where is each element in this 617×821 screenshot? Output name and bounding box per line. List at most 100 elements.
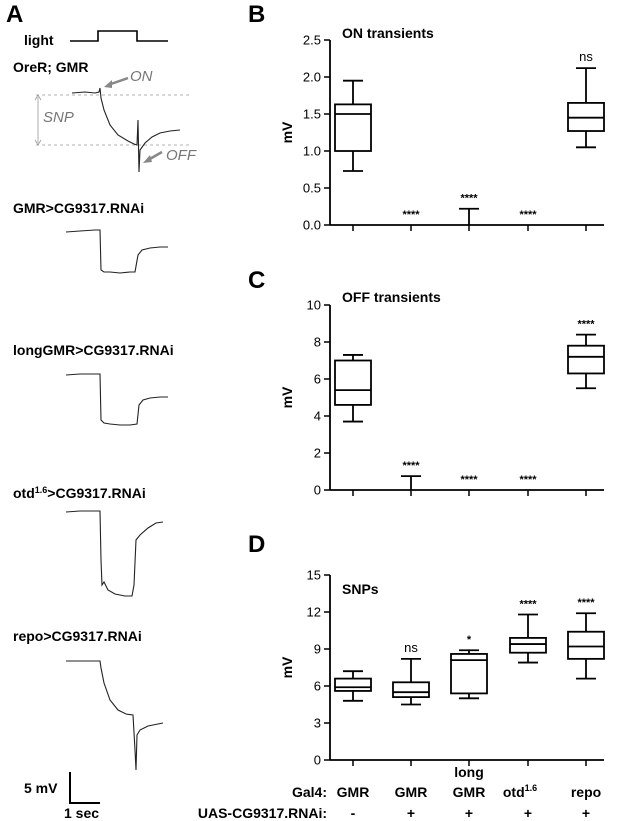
- chart-title: SNPs: [342, 581, 379, 597]
- trace-label-otd-rest: >CG9317.RNAi: [47, 485, 145, 501]
- panel-letter-a: A: [6, 1, 23, 28]
- y-tick-label: 2: [314, 446, 321, 461]
- box-group: ns: [392, 640, 430, 706]
- gal4-label: GMR: [395, 784, 428, 800]
- uas-label: +: [407, 805, 415, 821]
- y-tick-label: 8: [314, 335, 321, 350]
- y-tick-label: 12: [307, 605, 321, 620]
- trace-repo: [66, 660, 164, 771]
- on-label: ON: [130, 68, 153, 85]
- y-tick-label: 1.5: [303, 107, 321, 122]
- uas-label: +: [524, 805, 532, 821]
- chart-b: BON transients0.00.51.01.52.02.5mV******…: [248, 1, 605, 233]
- snp-label: SNP: [43, 109, 74, 126]
- significance-label: ****: [519, 474, 537, 486]
- trace-gmr: [65, 229, 168, 274]
- significance-label: ns: [404, 640, 418, 655]
- gal4-label-main: GMR: [453, 784, 486, 800]
- uas-label: -: [351, 805, 356, 821]
- box-iqr: [334, 103, 372, 152]
- gal4-row-label: Gal4:: [292, 784, 327, 800]
- y-tick-label: 3: [314, 716, 321, 731]
- gal4-label-sup: 1.6: [525, 783, 538, 793]
- gal4-label-main: GMR: [395, 784, 428, 800]
- gal4-label: GMR: [337, 784, 370, 800]
- scale-bar: [69, 772, 100, 804]
- box-group: ****: [401, 460, 421, 490]
- trace-label-gmr: GMR>CG9317.RNAi: [13, 200, 144, 216]
- snp-bracket-arrows: [34, 94, 42, 146]
- light-stimulus-line: [70, 30, 168, 42]
- box-group: [334, 670, 372, 702]
- on-arrow-head: [104, 80, 112, 88]
- y-tick-label: 0.0: [303, 218, 321, 233]
- trace-label-otd: otd1.6>CG9317.RNAi: [13, 485, 146, 501]
- box-group: ****: [460, 474, 478, 486]
- box-group: [334, 354, 372, 423]
- gal4-label: GMR: [453, 784, 486, 800]
- gal4-label-main: repo: [571, 784, 601, 800]
- panel-letter-d: D: [248, 531, 265, 558]
- significance-label: ****: [577, 597, 595, 609]
- trace-label-repo: repo>CG9317.RNAi: [13, 628, 142, 644]
- significance-label: ****: [402, 209, 420, 221]
- box-iqr: [392, 681, 430, 698]
- box-iqr: [567, 344, 605, 375]
- box-charts: BON transients0.00.51.01.52.02.5mV******…: [248, 1, 605, 768]
- x-category-labels: Gal4: UAS-CG9317.RNAi: GMR - GMR + longGMR + o…: [198, 764, 601, 821]
- trace-label-otd-main: otd: [13, 485, 35, 501]
- scale-sec-label: 1 sec: [64, 805, 99, 821]
- gal4-label: otd1.6: [503, 783, 537, 800]
- panel-letter-b: B: [248, 1, 265, 28]
- significance-label: ns: [579, 49, 593, 64]
- box-group: ****: [519, 209, 537, 221]
- uas-label: +: [465, 805, 473, 821]
- box-group: ****: [567, 597, 605, 680]
- y-tick-label: 0.5: [303, 181, 321, 196]
- gal4-label-main: otd: [503, 784, 525, 800]
- box-group: ****: [509, 598, 547, 664]
- box-iqr: [567, 630, 605, 660]
- trace-otd: [65, 510, 164, 597]
- box-group: ****: [519, 474, 537, 486]
- trace-orer-gmr: [71, 87, 181, 173]
- box-iqr: [334, 359, 372, 406]
- y-tick-label: 1.0: [303, 144, 321, 159]
- significance-label: ****: [460, 193, 478, 205]
- y-tick-label: 15: [307, 568, 321, 583]
- gal4-label-main: GMR: [337, 784, 370, 800]
- significance-label: ****: [402, 460, 420, 472]
- trace-longgmr: [65, 373, 168, 426]
- trace-label-otd-sup: 1.6: [35, 485, 48, 495]
- y-tick-label: 0: [314, 753, 321, 768]
- box-group: ****: [402, 209, 420, 221]
- significance-label: ****: [577, 319, 595, 331]
- panel-letter-c: C: [248, 267, 265, 294]
- gal4-label-line1: long: [454, 764, 484, 780]
- y-axis-label: mV: [279, 121, 295, 143]
- off-label: OFF: [166, 147, 197, 164]
- significance-label: ****: [460, 474, 478, 486]
- gal4-label: repo: [571, 784, 601, 800]
- box-group: ns: [567, 49, 605, 149]
- y-axis-label: mV: [279, 386, 295, 408]
- chart-title: OFF transients: [342, 289, 441, 305]
- chart-title: ON transients: [342, 25, 434, 41]
- box-group: ****: [567, 319, 605, 390]
- box-group: [334, 79, 372, 172]
- trace-label-longgmr: longGMR>CG9317.RNAi: [13, 342, 174, 358]
- light-label: light: [24, 32, 54, 48]
- uas-label: +: [582, 805, 590, 821]
- uas-row-label: UAS-CG9317.RNAi:: [198, 805, 327, 821]
- y-tick-label: 9: [314, 642, 321, 657]
- y-axis-label: mV: [279, 656, 295, 678]
- panel-a: A light OreR; GMR SNP ON OFF GMR>CG9317.…: [6, 1, 197, 821]
- significance-label: ****: [519, 209, 537, 221]
- box-iqr: [334, 677, 372, 692]
- y-tick-label: 0: [314, 483, 321, 498]
- y-tick-label: 10: [307, 298, 321, 313]
- y-tick-label: 4: [314, 409, 321, 424]
